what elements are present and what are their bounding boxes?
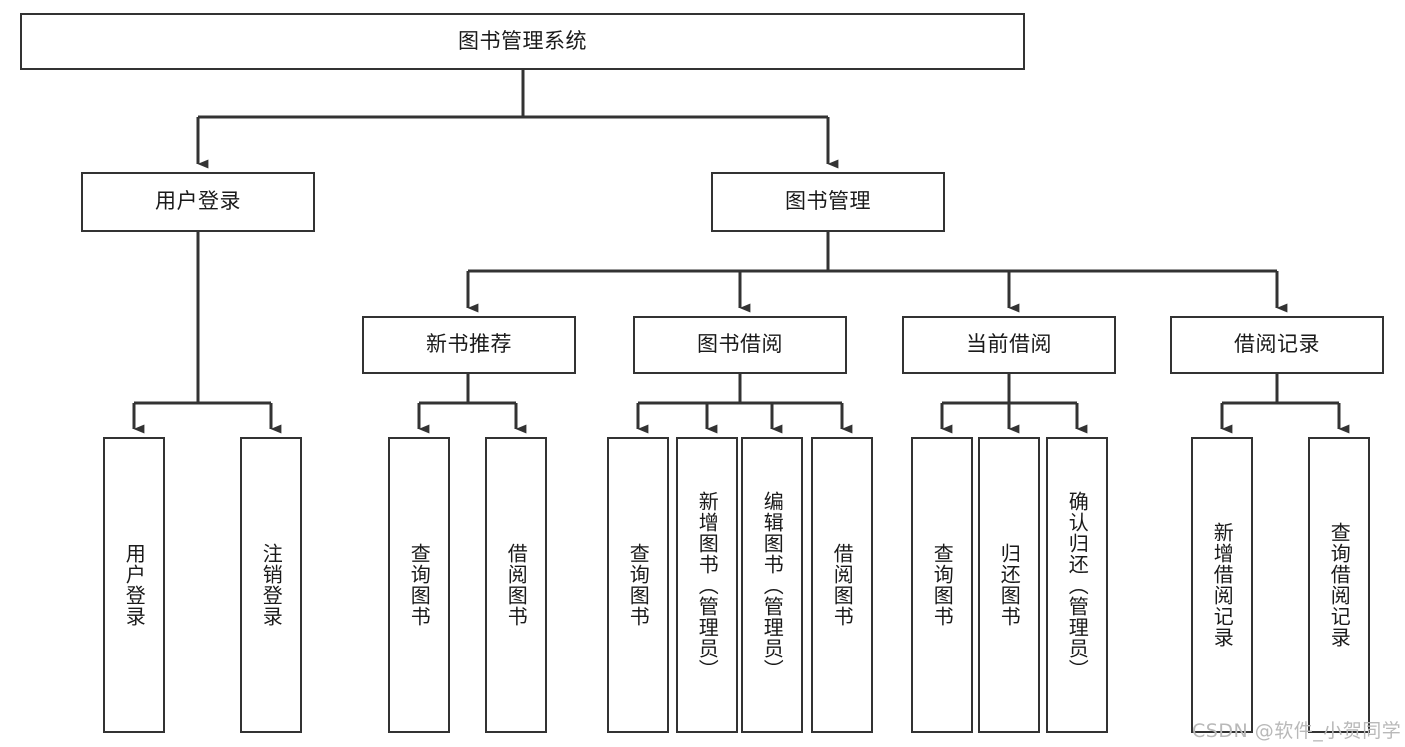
leaf-book-borrow-query[interactable]: 查询图书 [607,437,669,733]
node-new-book-recommend[interactable]: 新书推荐 [362,316,576,374]
leaf-current-borrow-confirm-return[interactable]: 确认归还（管理员） [1046,437,1108,733]
node-book-management[interactable]: 图书管理 [711,172,945,232]
node-label: 图书管理系统 [458,28,587,53]
leaf-borrow-record-query[interactable]: 查询借阅记录 [1308,437,1370,733]
node-label: 图书管理 [785,189,871,214]
node-label: 借阅图书 [830,543,855,627]
node-label: 图书借阅 [697,332,783,357]
node-current-borrow[interactable]: 当前借阅 [902,316,1116,374]
node-label: 确认归还（管理员） [1065,490,1090,680]
node-root-system[interactable]: 图书管理系统 [20,13,1025,70]
leaf-user-login-login[interactable]: 用户登录 [103,437,165,733]
node-label: 注销登录 [259,543,284,627]
node-label: 查询借阅记录 [1327,522,1352,648]
leaf-new-book-query[interactable]: 查询图书 [388,437,450,733]
leaf-book-borrow-add[interactable]: 新增图书（管理员） [676,437,738,733]
node-label: 新增图书（管理员） [695,490,720,680]
node-label: 借阅图书 [504,543,529,627]
node-label: 当前借阅 [966,332,1052,357]
node-label: 查询图书 [626,543,651,627]
node-label: 归还图书 [997,543,1022,627]
leaf-user-login-logout[interactable]: 注销登录 [240,437,302,733]
node-label: 用户登录 [122,543,147,627]
leaf-current-borrow-return[interactable]: 归还图书 [978,437,1040,733]
node-label: 新增借阅记录 [1210,522,1235,648]
node-book-borrow[interactable]: 图书借阅 [633,316,847,374]
node-label: 用户登录 [155,189,241,214]
leaf-borrow-record-add[interactable]: 新增借阅记录 [1191,437,1253,733]
node-label: 借阅记录 [1234,332,1320,357]
node-label: 查询图书 [407,543,432,627]
leaf-book-borrow-edit[interactable]: 编辑图书（管理员） [741,437,803,733]
leaf-current-borrow-query[interactable]: 查询图书 [911,437,973,733]
leaf-new-book-borrow[interactable]: 借阅图书 [485,437,547,733]
node-borrow-record[interactable]: 借阅记录 [1170,316,1384,374]
node-label: 编辑图书（管理员） [760,490,785,680]
csdn-watermark: CSDN @软件_小贺同学 [1192,720,1402,742]
node-label: 查询图书 [930,543,955,627]
node-user-login[interactable]: 用户登录 [81,172,315,232]
leaf-book-borrow-borrow[interactable]: 借阅图书 [811,437,873,733]
node-label: 新书推荐 [426,332,512,357]
